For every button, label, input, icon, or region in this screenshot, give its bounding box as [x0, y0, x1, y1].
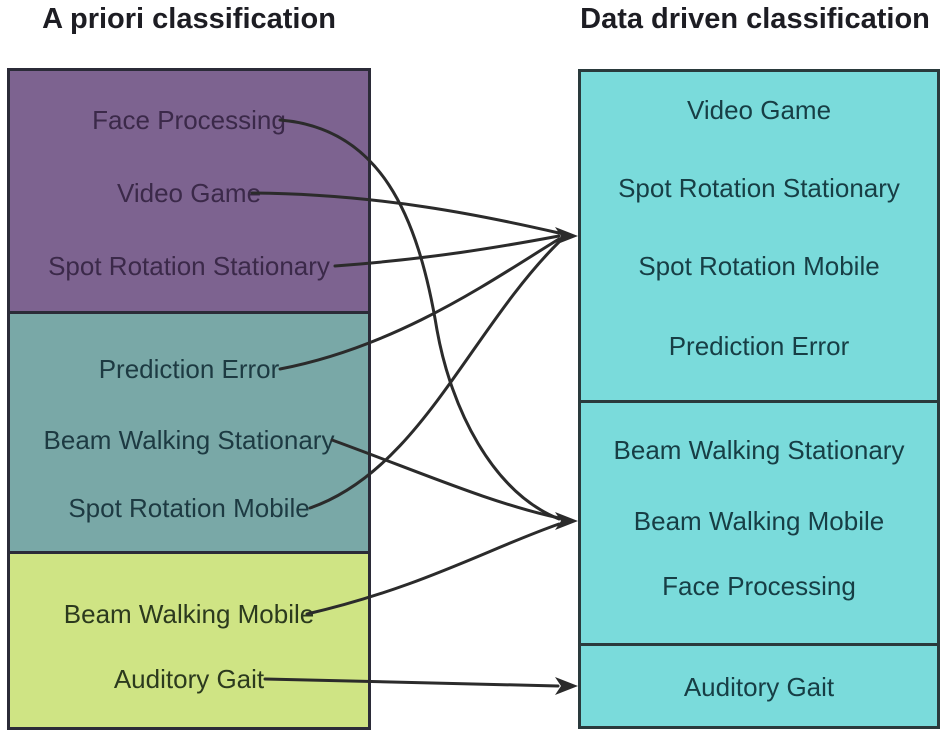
arrowhead-group-2: [555, 512, 578, 530]
data-driven-group-3-box: [578, 643, 940, 729]
data-driven-item-beam-walking-stationary: Beam Walking Stationary: [613, 435, 905, 465]
a-priori-item-beam-walking-mobile: Beam Walking Mobile: [63, 599, 315, 629]
arrowhead-group-3: [555, 677, 578, 695]
data-driven-title: Data driven classification: [580, 3, 930, 35]
data-driven-item-beam-walking-mobile: Beam Walking Mobile: [633, 506, 885, 536]
a-priori-item-spot-rotation-mobile: Spot Rotation Mobile: [68, 493, 310, 523]
data-driven-item-spot-rotation-stationary: Spot Rotation Stationary: [618, 173, 900, 203]
a-priori-group-3-box: [7, 551, 371, 730]
a-priori-title: A priori classification: [42, 3, 336, 35]
arrowhead-group-1: [555, 227, 578, 245]
a-priori-item-video-game: Video Game: [116, 178, 262, 208]
data-driven-item-video-game: Video Game: [686, 95, 832, 125]
data-driven-item-prediction-error: Prediction Error: [668, 331, 850, 361]
data-driven-item-spot-rotation-mobile: Spot Rotation Mobile: [638, 251, 880, 281]
a-priori-item-beam-walking-stationary: Beam Walking Stationary: [43, 425, 335, 455]
data-driven-item-face-processing: Face Processing: [662, 571, 856, 601]
a-priori-item-auditory-gait: Auditory Gait: [113, 664, 265, 694]
data-driven-group-2-box: [578, 400, 940, 646]
data-driven-item-auditory-gait: Auditory Gait: [683, 672, 835, 702]
a-priori-item-face-processing: Face Processing: [92, 105, 286, 135]
a-priori-item-spot-rotation-stationary: Spot Rotation Stationary: [48, 251, 330, 281]
a-priori-item-prediction-error: Prediction Error: [98, 354, 280, 384]
